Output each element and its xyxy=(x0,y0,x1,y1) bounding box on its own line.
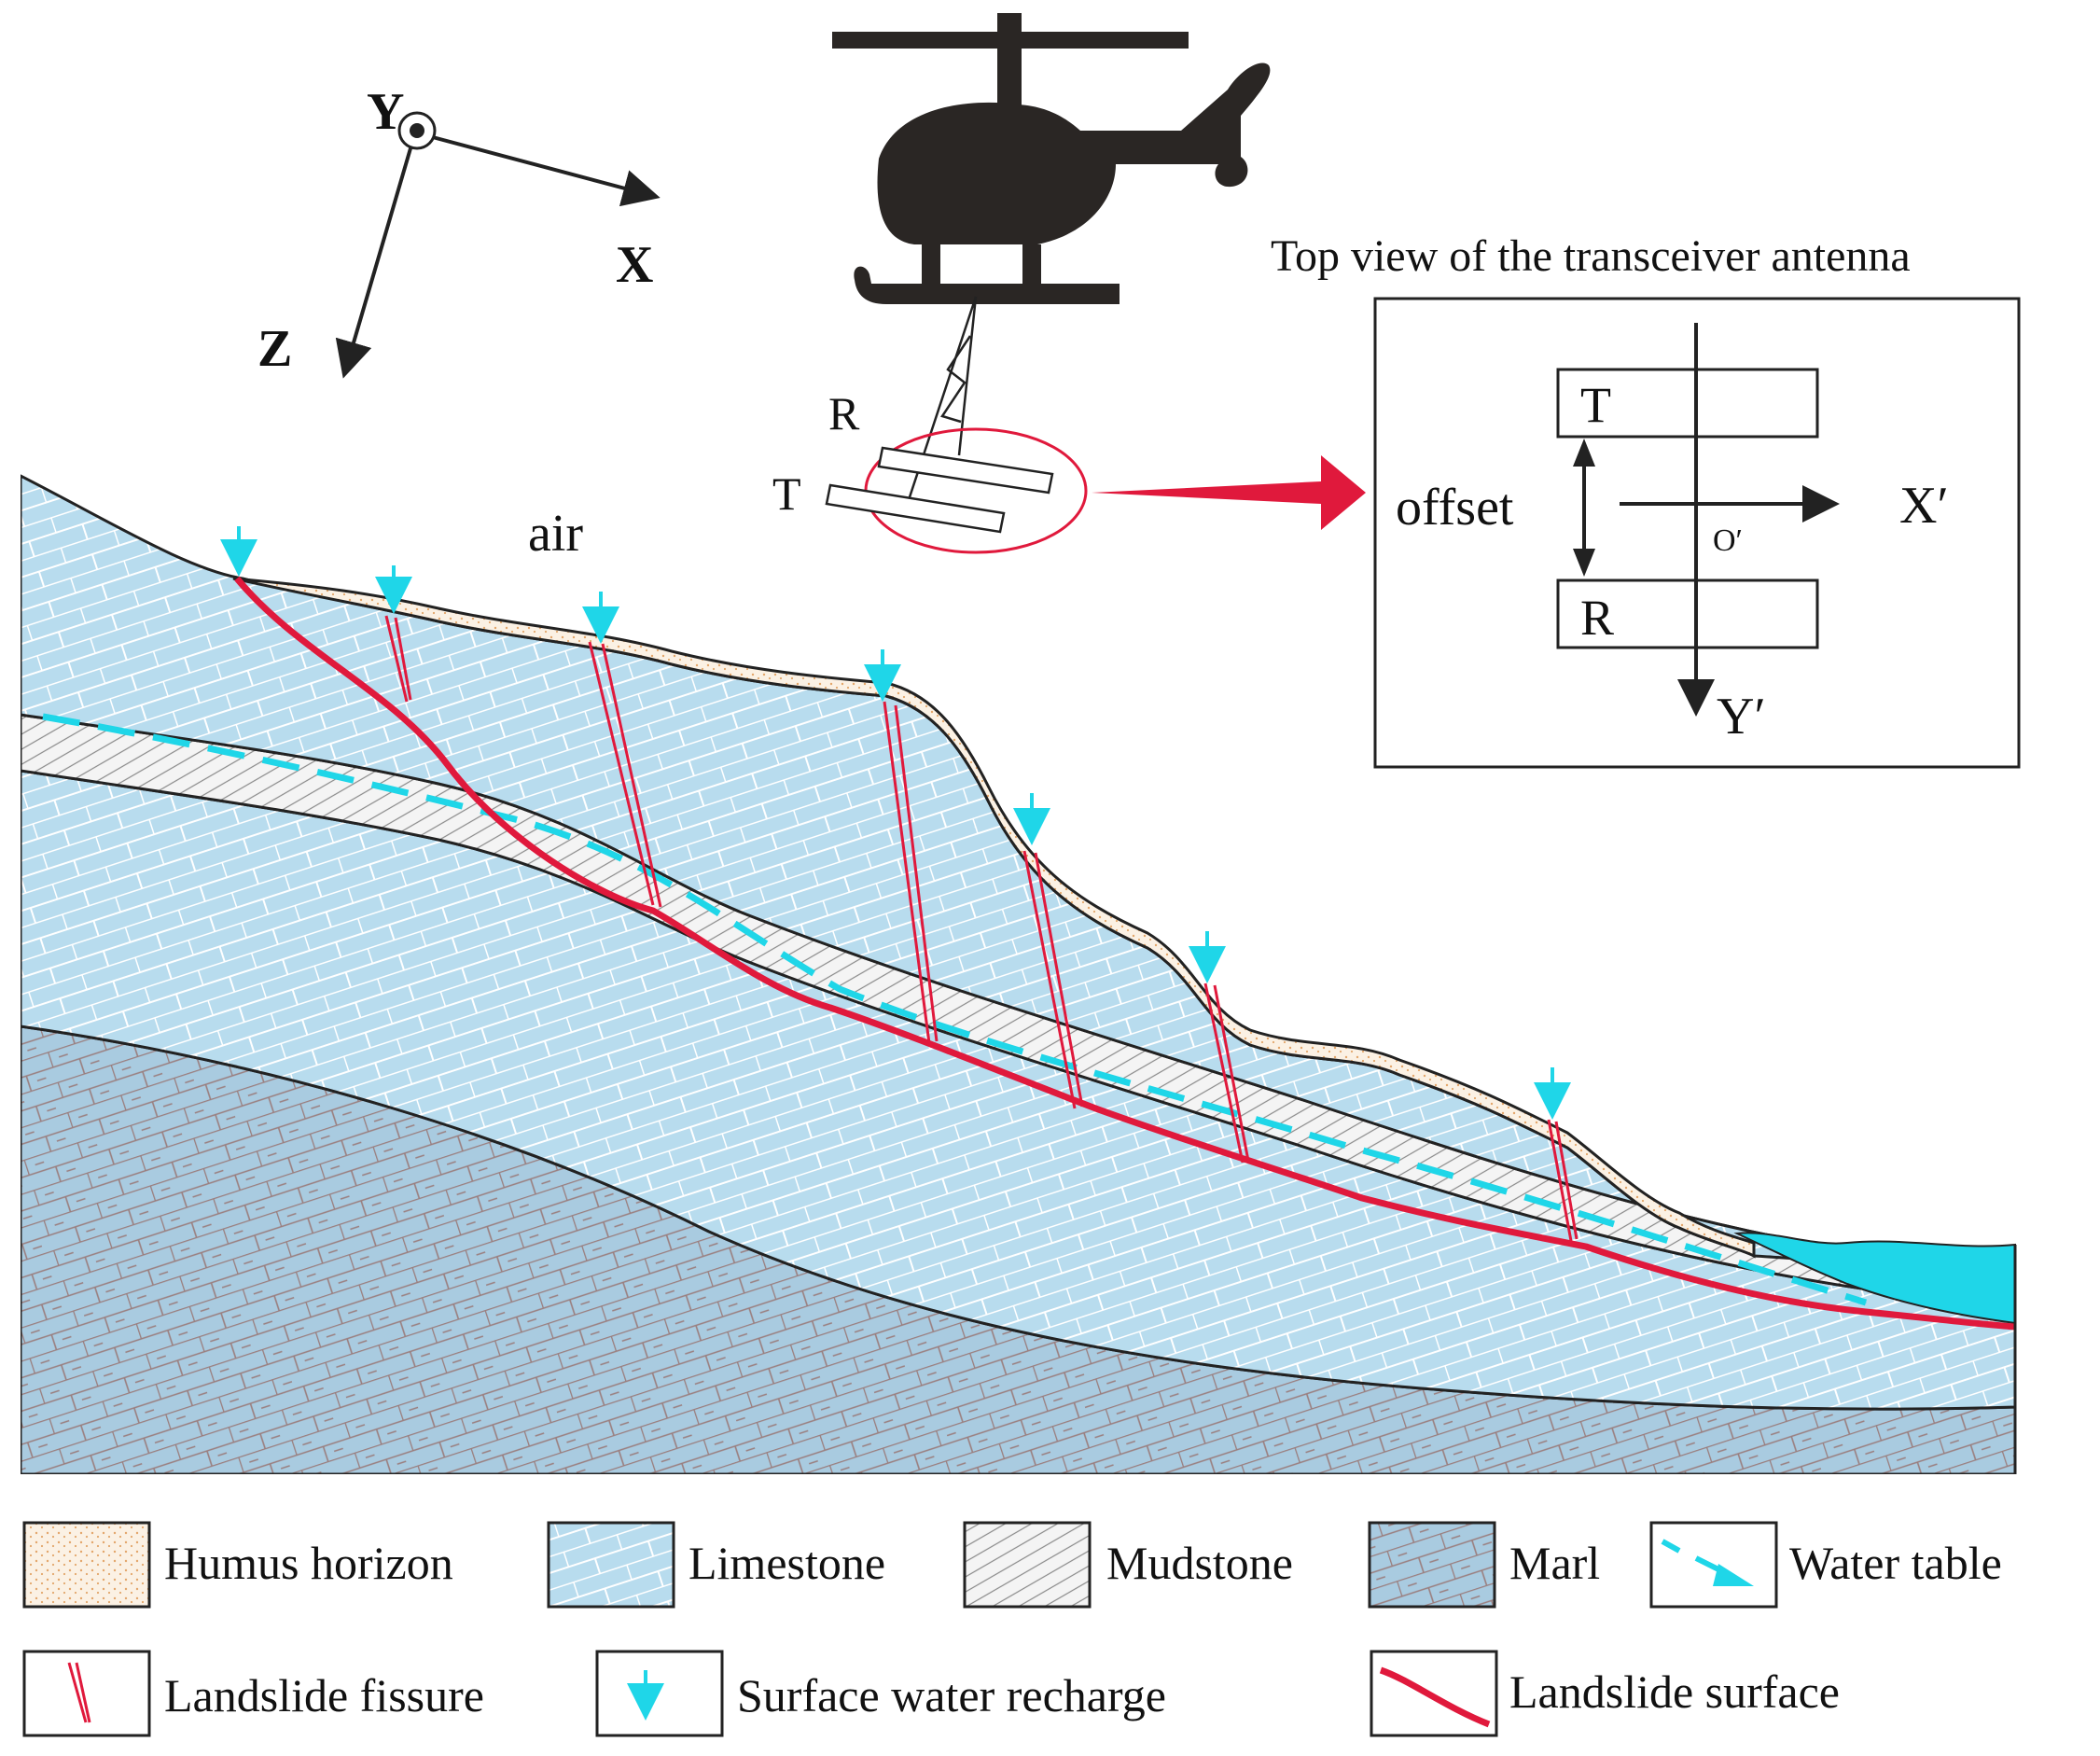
transmitter-loop xyxy=(825,483,1006,534)
legend-item-fissure: Landslide fissure xyxy=(22,1650,484,1737)
legend-fissure-label: Landslide fissure xyxy=(164,1669,484,1721)
recharge-swatch xyxy=(595,1650,724,1737)
marl-swatch xyxy=(1368,1521,1496,1609)
legend-item-mudstone: Mudstone xyxy=(963,1521,1293,1609)
legend-marl-label: Marl xyxy=(1509,1537,1600,1589)
cross-section xyxy=(21,474,2017,1474)
legend-item-slide-surface: Landslide surface xyxy=(1370,1650,1840,1737)
antenna-loops: R T xyxy=(772,387,1088,554)
legend-limestone-label: Limestone xyxy=(688,1537,885,1589)
inset-title: Top view of the transceiver antenna xyxy=(1271,231,1911,281)
legend: Humus horizon Limestone Mudstone Marl Wa… xyxy=(22,1521,2002,1737)
limestone-swatch xyxy=(547,1521,675,1609)
inset-x-label: X′ xyxy=(1899,477,1949,535)
inset-t-loop xyxy=(1556,368,1819,439)
humus-swatch xyxy=(22,1521,151,1609)
coordinate-axes: Y X Z xyxy=(257,83,661,379)
offset-arrow xyxy=(1573,439,1595,577)
legend-mudstone-label: Mudstone xyxy=(1106,1537,1293,1589)
legend-humus-label: Humus horizon xyxy=(164,1537,453,1589)
inset-top-view: Top view of the transceiver antenna T R … xyxy=(1271,231,2021,769)
y-axis-label: Y xyxy=(367,83,404,141)
legend-item-marl: Marl xyxy=(1368,1521,1600,1609)
legend-item-water-table: Water table xyxy=(1649,1521,2002,1609)
helicopter-icon xyxy=(832,13,1271,304)
inset-r-loop xyxy=(1556,578,1819,649)
landslide-fissures xyxy=(384,615,1578,1242)
transmitter-label: T xyxy=(772,467,801,520)
inset-y-label: Y′ xyxy=(1717,688,1766,746)
legend-slide-surface-label: Landslide surface xyxy=(1509,1665,1840,1718)
landslide-surface-line xyxy=(234,576,2016,1331)
inset-r-label: R xyxy=(1580,590,1614,646)
air-label: air xyxy=(528,505,583,563)
offset-label: offset xyxy=(1396,479,1514,537)
receiver-label: R xyxy=(828,387,860,439)
inset-origin-label: O′ xyxy=(1713,523,1743,558)
receiver-loop xyxy=(877,446,1054,495)
water-table-swatch xyxy=(1649,1521,1778,1609)
z-axis-label: Z xyxy=(257,320,292,378)
x-axis-label: X xyxy=(616,236,653,294)
inset-t-label: T xyxy=(1580,377,1611,433)
recharge-arrows xyxy=(220,526,1571,1120)
legend-item-recharge: Surface water recharge xyxy=(595,1650,1166,1737)
mudstone-swatch xyxy=(963,1521,1092,1609)
legend-item-humus: Humus horizon xyxy=(22,1521,453,1609)
fissure-swatch xyxy=(22,1650,151,1737)
legend-recharge-label: Surface water recharge xyxy=(737,1669,1166,1721)
callout-arrow xyxy=(1092,455,1366,530)
water-table-line xyxy=(42,713,1868,1306)
legend-water-table-label: Water table xyxy=(1789,1537,2002,1589)
legend-item-limestone: Limestone xyxy=(547,1521,885,1609)
antenna-highlight-ellipse xyxy=(864,427,1088,554)
